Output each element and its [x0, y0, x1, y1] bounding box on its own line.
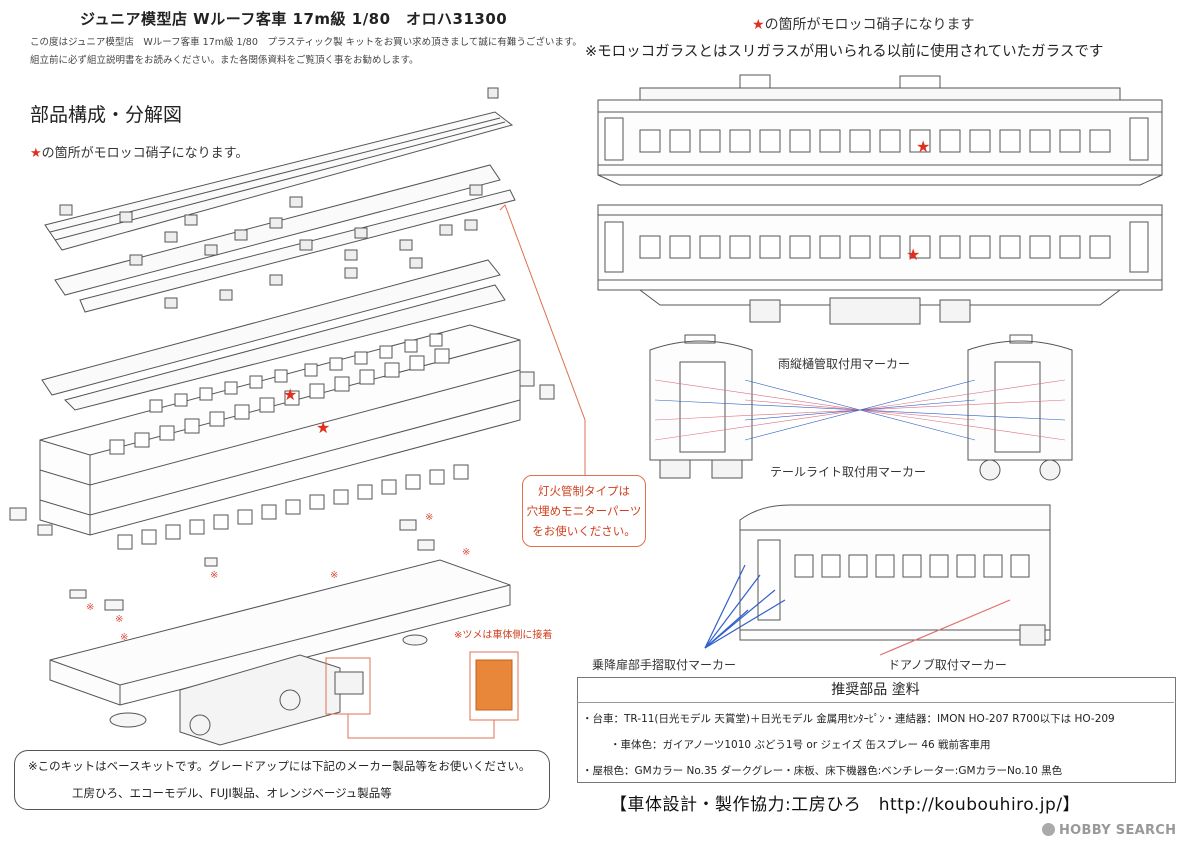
hobby-search-logo-icon [1042, 823, 1055, 836]
detail-side-view [739, 504, 1051, 646]
svg-text:※: ※ [330, 570, 338, 581]
side-elevation-lower [597, 204, 1163, 325]
svg-text:※: ※ [120, 632, 128, 643]
tsume-note: ※ツメは車体側に接着 [454, 630, 553, 641]
car-body-part [39, 324, 521, 536]
recommended-title: 推奨部品 塗料 [831, 682, 920, 698]
red-star-icon: ★ [30, 146, 42, 161]
side-windows-upper [639, 129, 1111, 153]
end-view-left [649, 334, 753, 479]
small-parts [9, 371, 555, 728]
rec-line-roof-color: ・屋根色：GMカラー No.35 ダークグレー・床板、床下機器色:ベンチレーター… [582, 765, 1063, 777]
roof-monitor-part [54, 164, 516, 313]
svg-text:※: ※ [462, 547, 470, 558]
page-title: ジュニア模型店 Wルーフ客車 17m級 1/80 オロハ31300 [80, 10, 508, 28]
red-star-icon: ★ [916, 137, 930, 156]
left-star-note: ★の箇所がモロッコ硝子になります。 [30, 146, 249, 161]
design-credit: 【車体設計・製作協力:工房ひろ http://koubouhiro.jp/】 [610, 795, 1081, 815]
red-star-icon: ★ [906, 245, 920, 264]
intro-text-1: この度はジュニア模型店 Wルーフ客車 17m級 1/80 プラスティック製 キッ… [30, 37, 582, 48]
gutter-marker-label: 雨縦樋管取付用マーカー [778, 357, 911, 371]
morocco-star-marks: ★ ★ ★ ★ [283, 137, 930, 437]
red-star-icon: ★ [316, 418, 330, 437]
svg-text:※: ※ [210, 570, 218, 581]
doorknob-marker-label: ドアノブ取付マーカー [888, 658, 1007, 672]
side-windows-lower [639, 235, 1111, 259]
recommended-divider [577, 702, 1174, 703]
marker-lines-end [654, 379, 1066, 441]
ventilator-parts [59, 87, 499, 309]
rec-line-body-color: ・車体色：ガイアノーツ1010 ぶどう1号 or ジェイズ 缶スプレー 46 戦… [610, 739, 991, 751]
window-frame-parts [117, 464, 469, 550]
handrail-marker-label: 乗降扉部手摺取付マーカー [592, 658, 737, 672]
svg-text:※: ※ [425, 512, 433, 523]
recommended-parts-box [577, 677, 1176, 783]
handrail-marker-lines [704, 564, 786, 649]
upgrade-makers-list: 工房ひろ、エコーモデル、FUJI製品、オレンジベージュ製品等 [72, 786, 392, 800]
bogie-part [179, 654, 364, 746]
section-title-parts: 部品構成・分解図 [30, 104, 183, 126]
coupler-photo [475, 659, 513, 711]
svg-text:※: ※ [86, 602, 94, 613]
right-star-note: ★の箇所がモロッコ硝子になります [752, 17, 975, 33]
base-kit-note: ※このキットはベースキットです。グレードアップには下記のメーカー製品等をお使いく… [28, 759, 531, 773]
knob-marker-line [879, 599, 1011, 656]
base-kit-note-box [14, 750, 550, 810]
svg-text:※: ※ [115, 614, 123, 625]
floor-plate-part [49, 559, 511, 706]
red-star-icon: ★ [752, 17, 765, 33]
red-star-icon: ★ [283, 385, 297, 404]
tail-light-marker-label: テールライト取付用マーカー [770, 465, 927, 479]
end-view-right [967, 334, 1073, 481]
asterisk-marks: ※ ※ ※ ※ ※ ※ ※ [86, 512, 470, 643]
intro-text-2: 組立前に必ず組立説明書をお読みください。また各関係資料をご覧頂く事をお勧めします… [30, 55, 419, 66]
rec-line-bogie: ・台車：TR-11(日光モデル 天賞堂)＋日光モデル 金属用ｾﾝﾀｰﾋﾟﾝ・連結… [582, 713, 1115, 725]
roof-lower-part [41, 259, 506, 411]
hobby-search-logo: HOBBY SEARCH [1042, 823, 1176, 838]
blackout-type-note: 灯火管制タイプは 穴埋めモニターパーツ をお使いください。 [522, 475, 646, 547]
morocco-glass-note: ※モロッコガラスとはスリガラスが用いられる以前に使用されていたガラスです [585, 44, 1104, 60]
